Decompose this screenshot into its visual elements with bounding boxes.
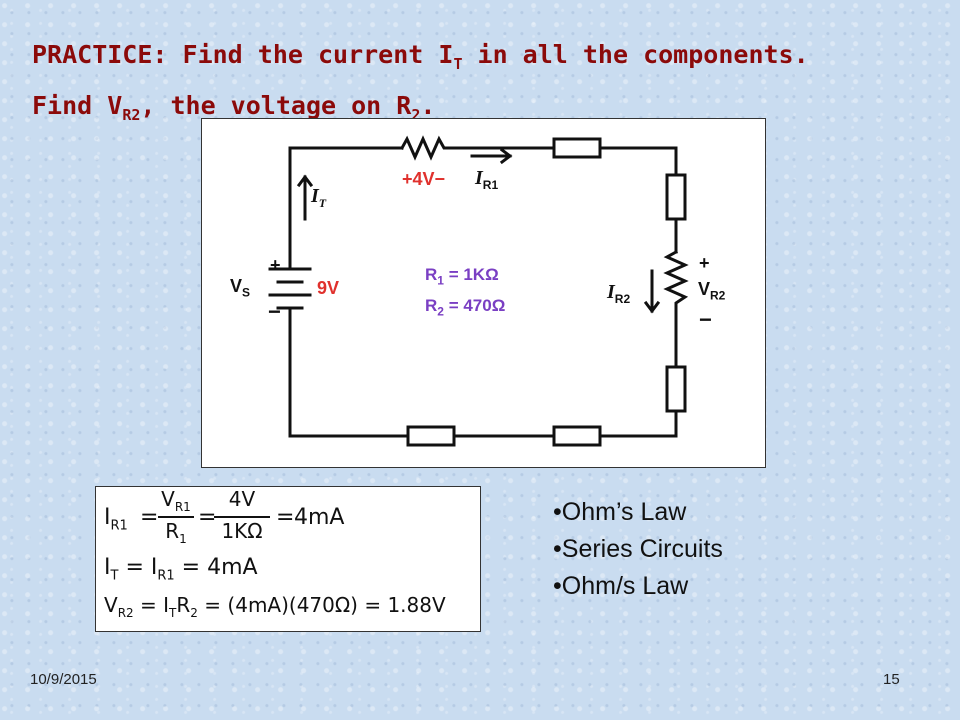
- title-text: .: [420, 91, 436, 120]
- eq1-result: 4mA: [294, 505, 345, 530]
- vs-subscript: S: [242, 285, 251, 300]
- equations-panel: IR1 = VR1 R1 = 4V 1KΩ = 4mA IT = IR1 = 4…: [95, 486, 481, 632]
- list-item: Ohm’s Law: [553, 494, 723, 531]
- frac2-numerator: 4V: [228, 487, 256, 511]
- ir1-subscript: R1: [482, 178, 499, 192]
- eq2-result: = 4mA: [174, 555, 258, 580]
- vr2-plus-sign: +: [699, 253, 710, 273]
- eq3-lhs: V: [104, 593, 118, 617]
- eq1-equals-2: =: [198, 505, 217, 530]
- it-arrow-head: [296, 174, 314, 188]
- resistor-r1: [399, 135, 450, 161]
- frac2-bar: [214, 516, 270, 518]
- eq1-lhs: I: [104, 505, 111, 530]
- list-item: Ohm/s Law: [553, 568, 723, 605]
- frac1-den-text: R: [165, 519, 180, 543]
- eq1-equals-3: =: [276, 505, 295, 530]
- circuit-diagram: + − VS 9V IT +4V− IR1 R1 = 1KΩ R2 = 470Ω…: [201, 118, 766, 468]
- circuit-schematic: [268, 135, 689, 447]
- eq2-mid-subscript: R1: [157, 568, 175, 584]
- ir1-arrow-head: [499, 147, 513, 165]
- r1-subscript: 1: [437, 273, 444, 288]
- title-subscript: T: [453, 55, 463, 73]
- eq2-mid: = I: [118, 555, 158, 580]
- title-text: Find V: [32, 91, 123, 120]
- resistor-right-lower: [665, 365, 687, 413]
- resistor-bottom-right: [552, 425, 602, 447]
- battery-minus-sign: −: [268, 299, 281, 324]
- vs-label: VS: [230, 276, 250, 300]
- vr2-text: V: [698, 279, 711, 299]
- wire-bottom-right: [598, 409, 678, 438]
- frac1-num-subscript: R1: [174, 500, 191, 514]
- vr2-minus-sign: −: [699, 307, 712, 332]
- ir2-arrow-head: [643, 300, 661, 314]
- frac1-numerator: VR1: [158, 487, 194, 514]
- equation-line-2: IT = IR1 = 4mA: [104, 555, 258, 583]
- r2-value-line: R2 = 470Ω: [425, 293, 505, 324]
- r2-value: = 470Ω: [443, 296, 506, 316]
- it-subscript: T: [318, 196, 327, 210]
- wire-top-right: [598, 146, 678, 177]
- r1-value: = 1KΩ: [443, 265, 499, 284]
- battery-plus-sign: +: [270, 255, 281, 275]
- frac1-bar: [158, 516, 194, 518]
- vr2-subscript: R2: [710, 288, 726, 303]
- slide-title: PRACTICE: Find the current IT in all the…: [32, 34, 932, 136]
- eq3-r: R: [176, 593, 191, 617]
- title-text: PRACTICE: Find the current I: [32, 40, 454, 69]
- ir1-text: I: [475, 167, 483, 189]
- title-subscript: 2: [411, 106, 421, 124]
- eq1-lhs-subscript: R1: [110, 518, 128, 534]
- ir2-label: IR2: [607, 281, 630, 306]
- resistor-right-upper: [665, 173, 687, 221]
- vr2-label: VR2: [698, 279, 725, 303]
- eq2-lhs: I: [104, 555, 111, 580]
- ir2-text: I: [607, 281, 615, 303]
- topic-list: Ohm’s Law Series Circuits Ohm/s Law: [553, 494, 723, 605]
- it-label: IT: [311, 185, 326, 211]
- eq3-t-subscript: T: [169, 606, 177, 620]
- equation-line-3: VR2 = ITR2 = (4mA)(470Ω) = 1.88V: [104, 593, 446, 620]
- eq3-lhs-subscript: R2: [117, 606, 134, 620]
- wire-top-left: [288, 146, 404, 271]
- frac1-num-text: V: [161, 487, 175, 511]
- eq3-r-subscript: 2: [190, 606, 198, 620]
- title-text: in all the components.: [462, 40, 809, 69]
- component-values: R1 = 1KΩ R2 = 470Ω: [425, 262, 505, 325]
- title-line-1: PRACTICE: Find the current IT in all the…: [32, 34, 932, 85]
- ir1-label: IR1: [475, 167, 498, 192]
- wire-bottom-left: [288, 339, 410, 438]
- eq1-equals-1: =: [140, 505, 159, 530]
- eq3-mid: = I: [133, 593, 170, 617]
- vs-text: V: [230, 276, 243, 296]
- page-number: 15: [883, 671, 900, 688]
- frac1-den-subscript: 1: [179, 532, 187, 546]
- resistor-bottom-left: [406, 425, 456, 447]
- list-item: Series Circuits: [553, 531, 723, 568]
- r2-text: R: [425, 296, 438, 316]
- eq2-lhs-subscript: T: [110, 568, 119, 584]
- r1-value-line: R1 = 1KΩ: [425, 262, 505, 293]
- title-line-2: Find VR2, the voltage on R2.: [32, 85, 932, 136]
- ir2-subscript: R2: [614, 292, 631, 306]
- footer-date: 10/9/2015: [30, 671, 97, 688]
- eq3-result: = (4mA)(470Ω) = 1.88V: [197, 593, 446, 617]
- it-text: I: [311, 185, 319, 207]
- resistor-top-right: [552, 137, 602, 159]
- title-text: , the voltage on R: [140, 91, 412, 120]
- title-subscript: R2: [122, 106, 141, 124]
- equation-line-1: IR1: [104, 505, 128, 533]
- source-voltage-label: 9V: [317, 278, 340, 298]
- r2-subscript: 2: [437, 304, 444, 319]
- frac1-denominator: R1: [158, 519, 194, 546]
- frac2-denominator: 1KΩ: [221, 519, 263, 543]
- r1-text: R: [425, 265, 438, 284]
- resistor-r2: [663, 249, 689, 314]
- vr1-label: +4V−: [402, 169, 446, 189]
